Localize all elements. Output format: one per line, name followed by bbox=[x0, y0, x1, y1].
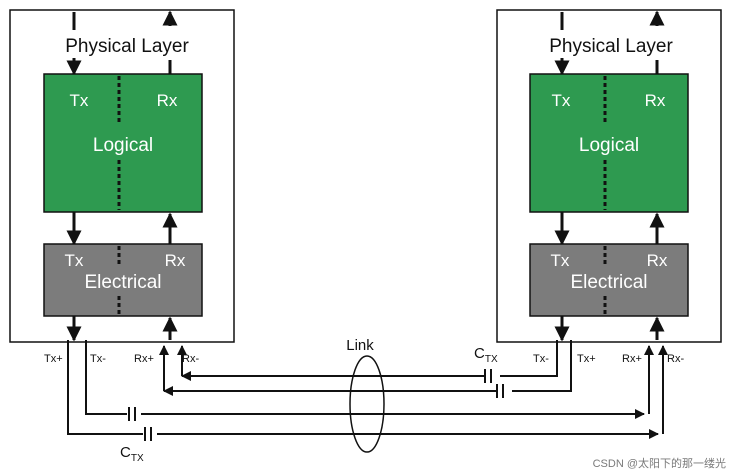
right-pin-tx-plus: Tx+ bbox=[577, 353, 596, 365]
wire-right-txplus-seg1 bbox=[512, 340, 572, 392]
right-pin-tx-minus: Tx- bbox=[533, 353, 549, 365]
watermark: CSDN @太阳下的那一缕光 bbox=[593, 456, 726, 470]
link-ellipse bbox=[349, 355, 385, 453]
left-pin-tx-minus: Tx- bbox=[90, 353, 106, 365]
left-logical-tx: Tx bbox=[70, 91, 89, 110]
right-electrical-block bbox=[529, 243, 689, 317]
left-electrical-rx: Rx bbox=[165, 251, 186, 270]
right-logical-tx: Tx bbox=[552, 91, 571, 110]
left-device: Physical Layer Tx Rx Logical Tx Rx Elect… bbox=[9, 9, 235, 365]
left-pin-rx-minus: Rx- bbox=[182, 353, 199, 365]
right-logical-rx: Rx bbox=[645, 91, 666, 110]
wire-left-txminus-seg1 bbox=[85, 340, 127, 415]
left-logical-rx: Rx bbox=[157, 91, 178, 110]
capacitors bbox=[128, 369, 504, 441]
right-logical-label: Logical bbox=[579, 135, 639, 156]
link-label: Link bbox=[346, 337, 374, 354]
cap-top-label: CTX bbox=[474, 345, 498, 365]
link-wiring bbox=[67, 340, 668, 439]
left-pin-tx-plus: Tx+ bbox=[44, 353, 63, 365]
left-logical-label: Logical bbox=[93, 135, 153, 156]
right-device: Physical Layer Tx Rx Logical Tx Rx Elect… bbox=[496, 9, 722, 365]
right-logical-block bbox=[529, 73, 689, 213]
right-electrical-label: Electrical bbox=[570, 272, 647, 293]
left-logical-block bbox=[43, 73, 203, 213]
left-electrical-tx: Tx bbox=[65, 251, 84, 270]
left-electrical-block bbox=[43, 243, 203, 317]
right-pin-rx-minus: Rx- bbox=[667, 353, 684, 365]
right-pin-rx-plus: Rx+ bbox=[622, 353, 642, 365]
wire-right-txminus-seg1 bbox=[500, 340, 558, 377]
right-electrical-tx: Tx bbox=[551, 251, 570, 270]
left-physical-layer-title: Physical Layer bbox=[65, 36, 189, 57]
right-electrical-rx: Rx bbox=[647, 251, 668, 270]
wire-left-txplus-seg1 bbox=[67, 340, 143, 435]
right-physical-layer-title: Physical Layer bbox=[549, 36, 673, 57]
cap-bottom-label: CTX bbox=[120, 444, 144, 464]
left-electrical-label: Electrical bbox=[84, 272, 161, 293]
left-pin-rx-plus: Rx+ bbox=[134, 353, 154, 365]
